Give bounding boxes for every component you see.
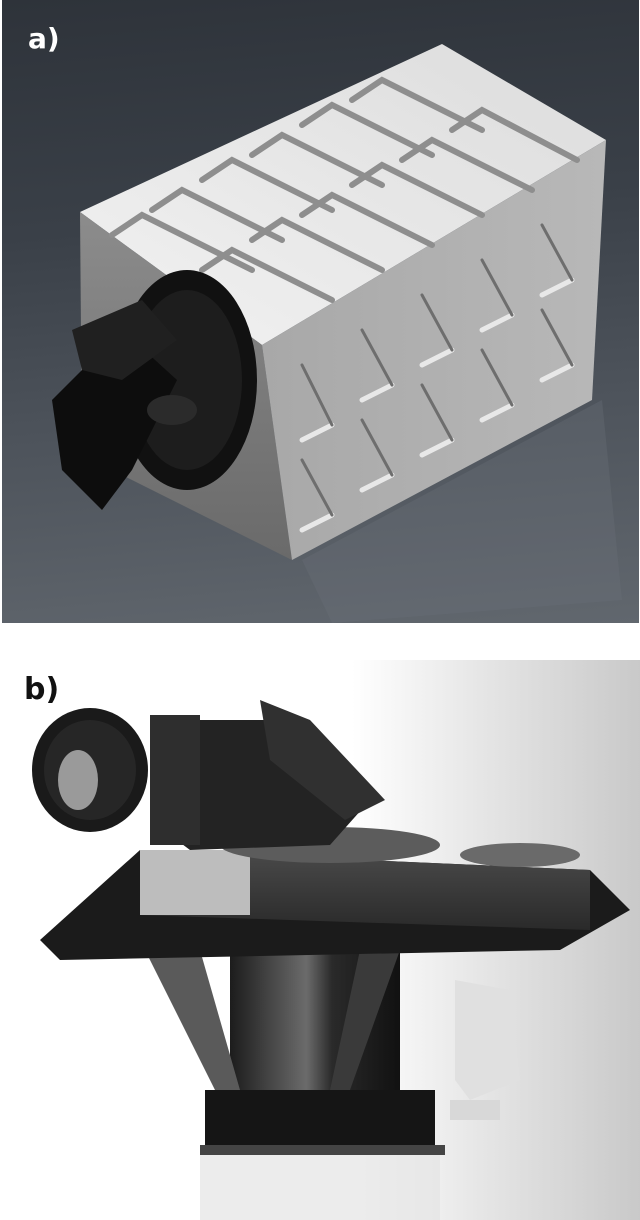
panel-a-image: a)	[2, 0, 639, 623]
instrument-housing-illustration	[52, 44, 622, 623]
panel-label-b: b)	[24, 672, 60, 707]
instrument-assembly-illustration	[32, 700, 630, 1220]
panel-b-image: b)	[0, 660, 640, 1220]
panel-label-a: a)	[28, 22, 60, 55]
